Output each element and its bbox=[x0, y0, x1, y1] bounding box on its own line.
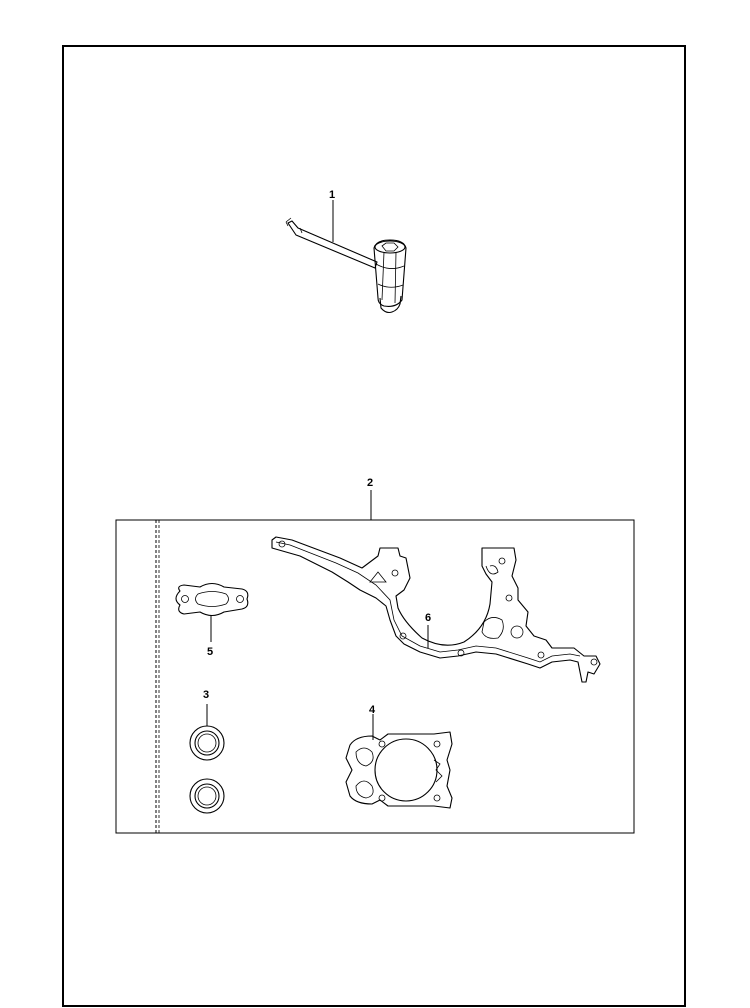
callout-2: 2 bbox=[367, 477, 373, 489]
callout-3: 3 bbox=[203, 689, 209, 701]
callout-1: 1 bbox=[329, 189, 335, 201]
callout-4: 4 bbox=[369, 704, 376, 716]
muffler-gasket-illustration bbox=[175, 582, 249, 617]
gasket-kit-box bbox=[115, 519, 635, 834]
callout-5: 5 bbox=[207, 646, 213, 658]
cylinder-gasket-illustration bbox=[345, 731, 453, 809]
callout-6: 6 bbox=[425, 612, 431, 624]
crankcase-gasket-illustration bbox=[271, 536, 601, 683]
page-frame bbox=[62, 45, 686, 1007]
combination-wrench-illustration bbox=[285, 217, 407, 314]
crankshaft-seals-illustration bbox=[189, 725, 225, 814]
